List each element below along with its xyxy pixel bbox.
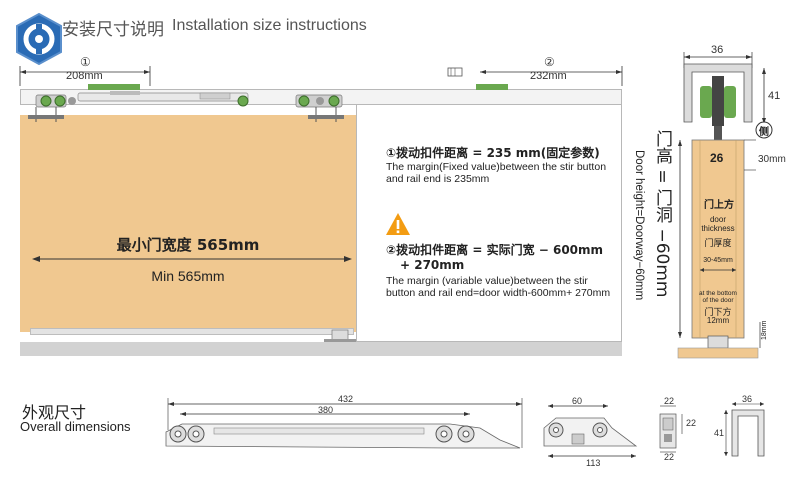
dim-22-top: 22 — [664, 396, 675, 406]
dim1-value: 208mm — [66, 70, 103, 82]
bottom-cn: 门下方 — [704, 308, 732, 318]
side-height-41: 41 — [768, 90, 781, 102]
door-height-cn: 门高 = 门洞 −60mm — [652, 130, 672, 298]
dim2-index: ② — [544, 55, 555, 69]
title-en: Installation size instructions — [172, 17, 367, 34]
dim-113: 113 — [586, 458, 601, 468]
door-bottom-guide — [30, 328, 354, 335]
dim-22-side: 22 — [686, 418, 697, 428]
brand-logo — [16, 12, 62, 66]
note1-en: The margin(Fixed value)between the stir … — [386, 161, 607, 185]
dim-432: 432 — [338, 394, 354, 404]
note1-cn: ①拨动扣件距离 = 235 mm(固定参数) — [386, 146, 600, 160]
note2-cn-line2: + 270mm — [400, 258, 465, 272]
door-thickness-en: door thickness — [701, 215, 735, 233]
bottom-en: at the bottom of the door — [699, 290, 737, 304]
note2-cn-line1: ②拨动扣件距离 = 实际门宽 − 600mm — [386, 243, 604, 257]
door-thickness-cn: 门厚度 — [704, 239, 732, 249]
side-width-36: 36 — [711, 44, 724, 56]
dim-380: 380 — [318, 405, 334, 415]
thickness-range: 30-45mm — [703, 257, 733, 264]
door-panel — [20, 115, 356, 332]
dim-22-bottom: 22 — [664, 452, 675, 462]
side-30mm: 30mm — [758, 154, 786, 165]
title-cn: 安装尺寸说明 — [62, 20, 164, 40]
side-width-26: 26 — [710, 151, 724, 165]
warning-icon — [386, 213, 410, 235]
min-door-width-en: Min 565mm — [151, 268, 225, 284]
floor — [20, 342, 622, 356]
overall-title-en: Overall dimensions — [20, 419, 131, 434]
door-height-en: Door height=Doorway−60mm — [633, 150, 645, 301]
dim-41: 41 — [714, 428, 725, 438]
dim-36: 36 — [742, 394, 753, 404]
bottom-12mm: 12mm — [706, 316, 730, 325]
note2-en: The margin (variable value)between the s… — [386, 275, 611, 299]
door-top-cn: 门上方 — [704, 200, 734, 211]
side-badge: 侧 — [759, 127, 769, 138]
note2-cn: ②拨动扣件距离 = 实际门宽 − 600mm + 270mm — [386, 243, 618, 273]
dim-60: 60 — [572, 396, 583, 406]
dim2-value: 232mm — [530, 70, 567, 82]
dim1-index: ① — [80, 55, 91, 69]
overall-title-cn: 外观尺寸 — [22, 403, 87, 422]
min-door-width-cn: 最小门宽度 565mm — [116, 236, 260, 254]
